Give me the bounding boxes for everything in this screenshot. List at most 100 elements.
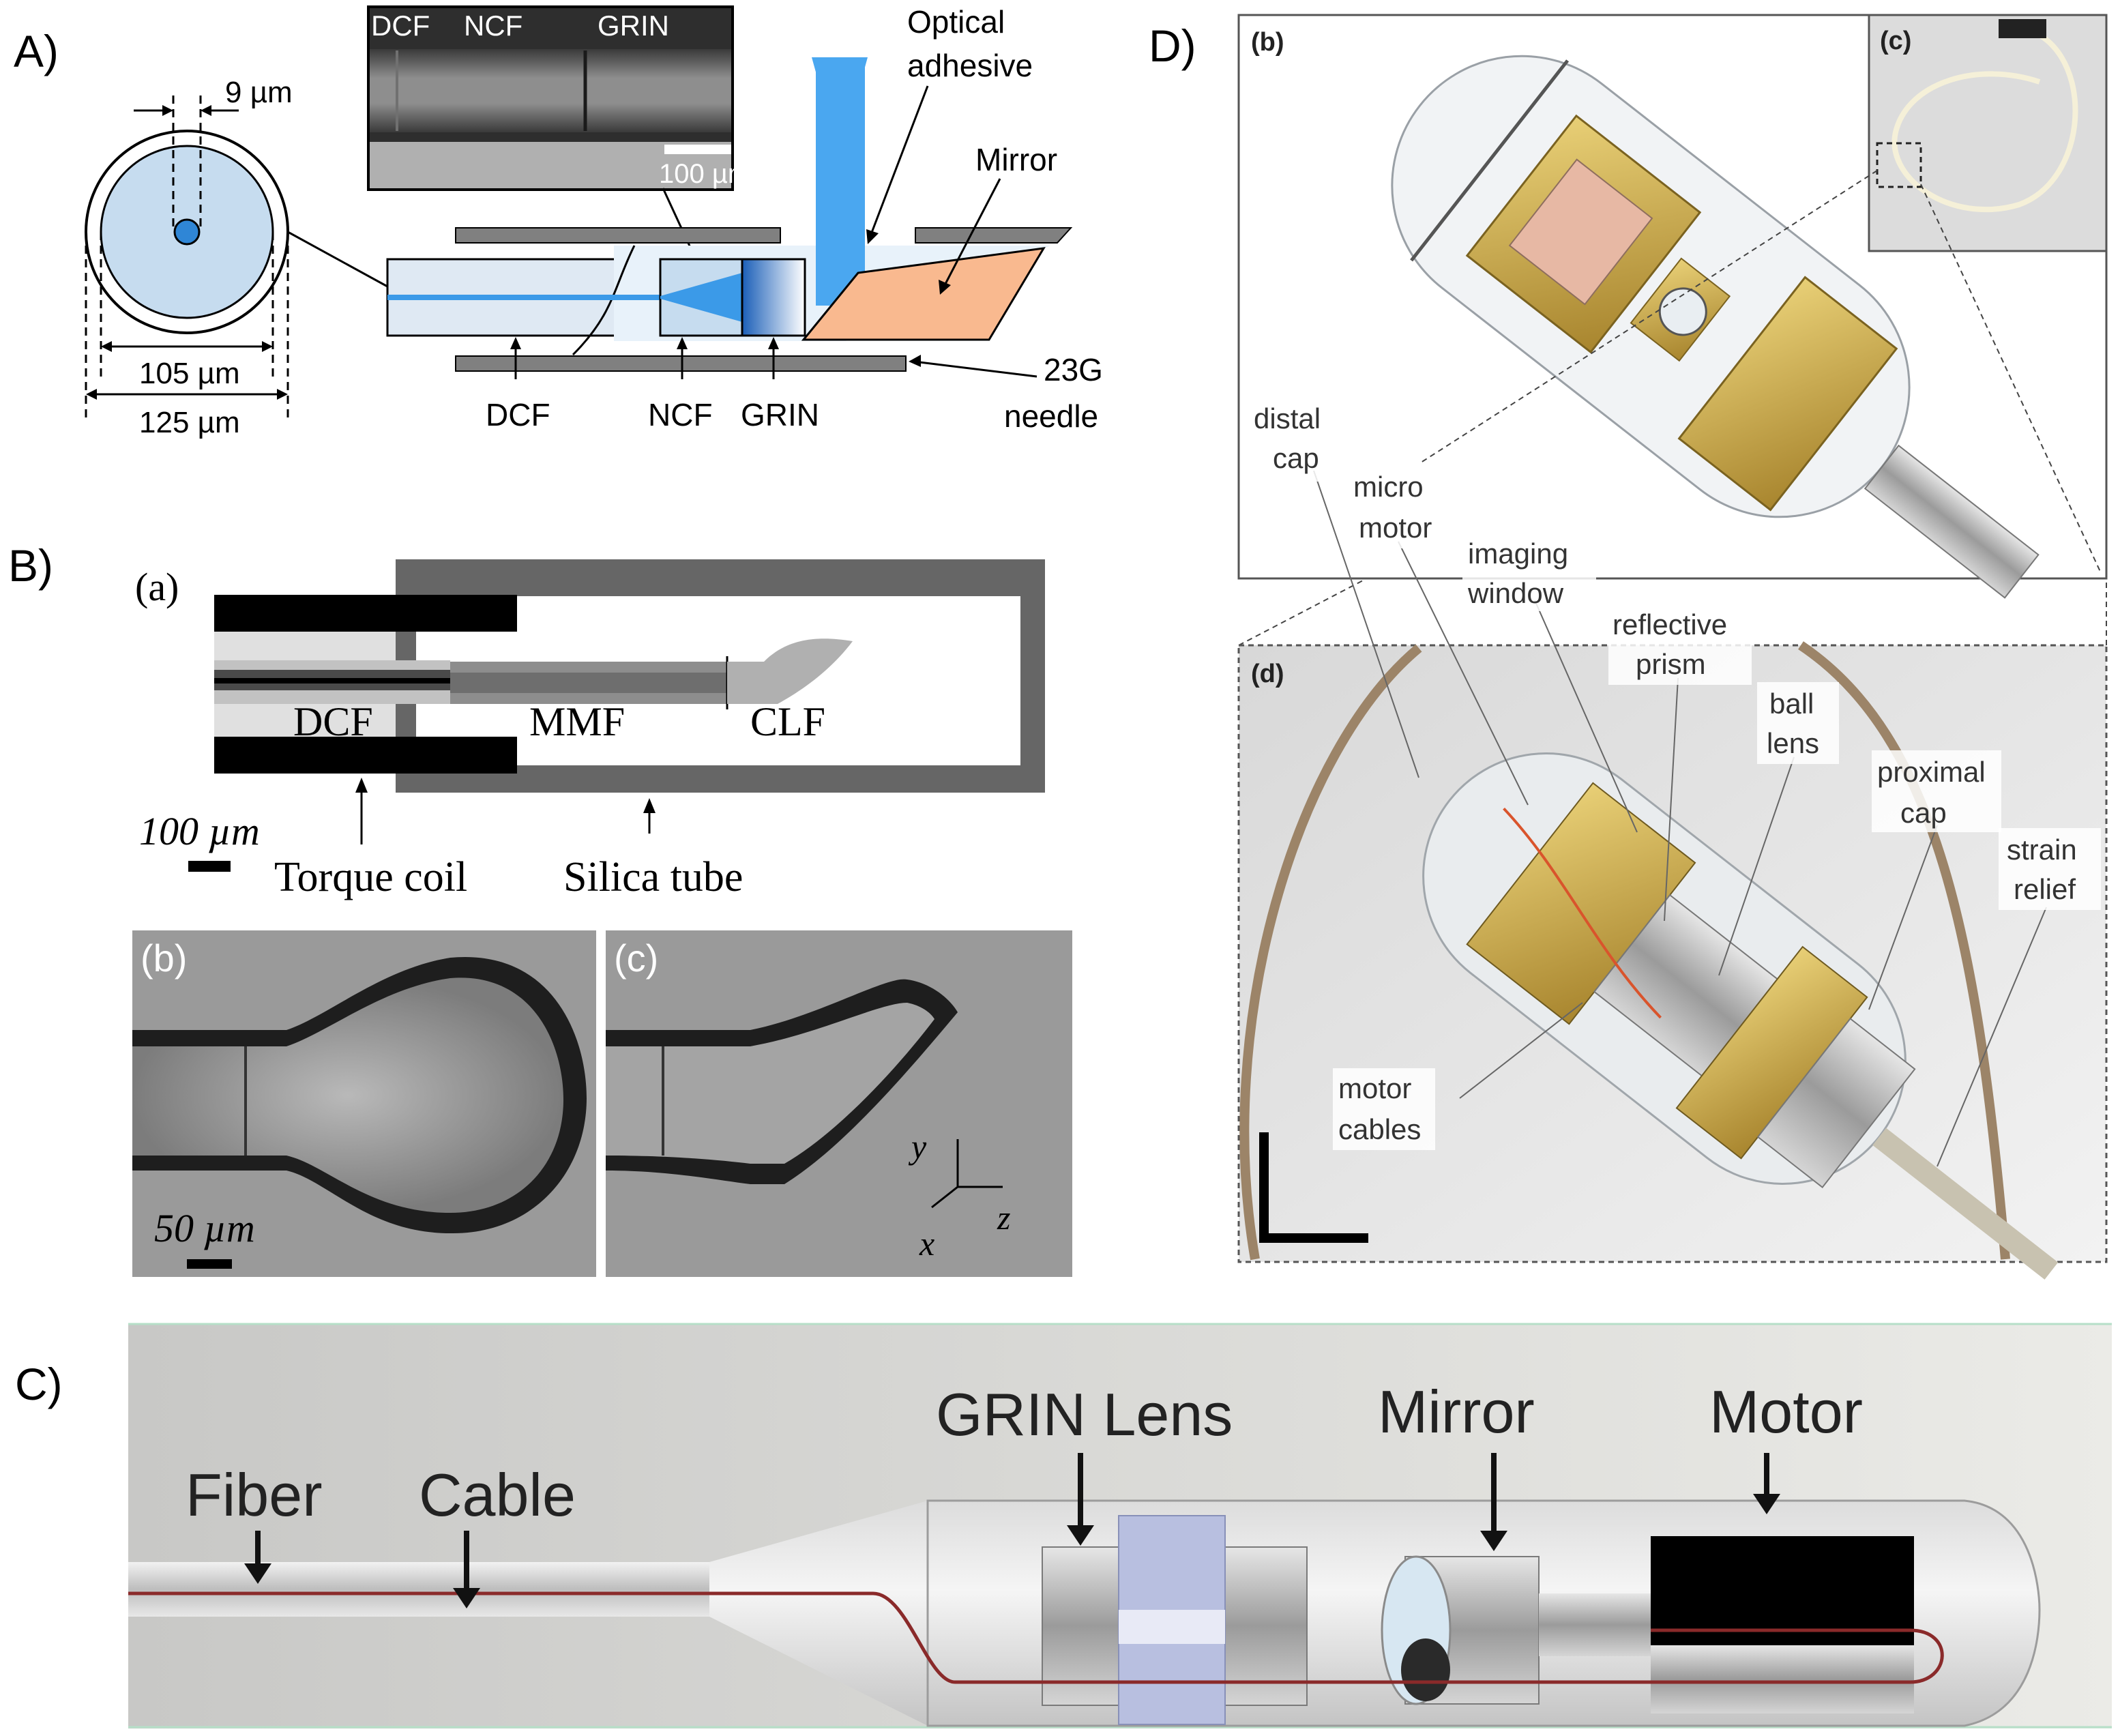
panel-c: C) Fiber Cable GRIN Lens Mirror Motor	[15, 1323, 2112, 1728]
ball-line2: lens	[1767, 727, 1819, 759]
arrowhead	[1480, 1531, 1507, 1551]
dim-core-label: 9 µm	[225, 76, 293, 109]
label-bg	[1462, 529, 1596, 611]
grin-segment	[741, 258, 806, 337]
arrowhead	[162, 105, 173, 116]
dim-inner-label: 105 µm	[139, 357, 240, 390]
motor-body	[1651, 1536, 1914, 1645]
inset-grin-label: GRIN	[598, 10, 669, 42]
inset-bottom-dark	[370, 132, 731, 142]
mirror-pointer	[943, 178, 1001, 287]
bulb-fill	[132, 977, 563, 1213]
connector	[1999, 19, 2046, 38]
motor-label: Motor	[1709, 1378, 1863, 1445]
label-bg	[1250, 397, 1338, 482]
panel-d: D) (b) (c) (d)	[1149, 14, 2108, 1280]
sub-d-label: (d)	[1251, 660, 1284, 688]
needle-bottom	[455, 355, 907, 372]
sub-b-label: (b)	[141, 937, 187, 980]
label-motor-cables: motor cables	[1333, 1068, 1435, 1150]
dotted-zoom-box	[1876, 142, 1922, 188]
leader-strain	[1937, 907, 2047, 1167]
proximal-line2: cap	[1900, 797, 1947, 829]
arrowhead	[101, 341, 112, 352]
label-bg	[1333, 1068, 1435, 1150]
arrowhead	[86, 389, 97, 400]
panel-a: A) 9 µm 105 µm 125 µm DCF	[14, 4, 1103, 439]
needle-pointer	[913, 360, 1037, 378]
reflective-line2: prism	[1636, 648, 1706, 680]
panel-d-label: D)	[1149, 20, 1196, 71]
cable-loop	[1798, 641, 2010, 1260]
needle-top	[455, 227, 781, 244]
ncf-beam	[660, 273, 742, 322]
strain-line2: relief	[2014, 873, 2076, 905]
capsule-photo	[1422, 752, 2059, 1280]
leader-proximal	[1868, 825, 1938, 1010]
reflective-line1: reflective	[1613, 608, 1727, 641]
mirror-shadow	[1401, 1638, 1450, 1701]
distal-line2: cap	[1273, 442, 1319, 474]
ball-line1: ball	[1769, 688, 1814, 720]
strain-line1: strain	[2007, 834, 2077, 866]
ball-lens	[1658, 287, 1707, 336]
scale-50-bar	[187, 1259, 232, 1269]
bottom-grin-label: GRIN	[741, 397, 819, 432]
bottom-ncf-label: NCF	[648, 397, 713, 432]
mirror-label: Mirror	[975, 142, 1057, 177]
silica-tube-label: Silica tube	[563, 854, 743, 900]
cable-label: Cable	[419, 1461, 576, 1529]
arrowhead	[909, 355, 921, 367]
distal-line1: distal	[1254, 402, 1321, 435]
micro-line2: motor	[1359, 512, 1432, 544]
zoom-line	[1238, 579, 1365, 646]
arrowhead	[866, 229, 879, 244]
torque-coil-label: Torque coil	[274, 854, 467, 900]
inset-scale-bar	[664, 145, 731, 154]
arrowhead	[643, 798, 656, 813]
dcf-label: DCF	[293, 699, 373, 744]
mmf-label: MMF	[529, 699, 625, 744]
fiber-label: Fiber	[186, 1461, 323, 1529]
angled-tip-fill	[606, 1003, 934, 1164]
needle-top-right	[915, 227, 1073, 244]
end-steel	[1756, 1017, 1916, 1189]
zoom-connector	[287, 231, 388, 288]
mirror	[801, 247, 1046, 341]
optical-adhesive-line1: Optical	[907, 4, 1005, 40]
inset-dcf-label: DCF	[371, 10, 430, 42]
capsule-render	[1391, 55, 2040, 599]
arrowhead	[355, 778, 368, 793]
torque-coil-bottom	[214, 737, 517, 774]
needle-label-line1: 23G	[1044, 352, 1103, 387]
motor-core	[1508, 158, 1653, 306]
grin-lens-label: GRIN Lens	[936, 1381, 1233, 1448]
panel-a-label: A)	[14, 26, 59, 76]
adhesive-pointer	[869, 85, 929, 237]
leader-ball	[1718, 756, 1795, 976]
arrowhead	[201, 105, 211, 116]
scale-100-label: 100 µm	[139, 809, 260, 853]
scale-100-bar	[188, 861, 231, 872]
arrowhead	[768, 337, 779, 349]
label-proximal-cap: proximal cap	[1872, 750, 2001, 832]
proximal-block	[1677, 276, 1898, 512]
axis-x-label: x	[919, 1224, 934, 1263]
axis-z-label: z	[997, 1198, 1010, 1237]
fiber-out	[1872, 1128, 2059, 1280]
arrowhead	[262, 341, 273, 352]
cables-line2: cables	[1338, 1113, 1421, 1145]
cap-seam	[1410, 59, 1570, 262]
axis-y-label: y	[908, 1128, 927, 1166]
micro-line1: micro	[1353, 471, 1424, 503]
bottom-dcf-label: DCF	[486, 397, 550, 432]
tube-taper	[709, 1501, 928, 1726]
beam-vertical	[816, 57, 865, 306]
motor-lower	[1651, 1645, 1914, 1713]
mmf-inner	[450, 673, 727, 693]
panel-c-label: C)	[15, 1359, 63, 1409]
zoom-line	[1920, 183, 2102, 574]
axis-x	[931, 1186, 958, 1209]
inset-top-dark	[370, 8, 731, 49]
